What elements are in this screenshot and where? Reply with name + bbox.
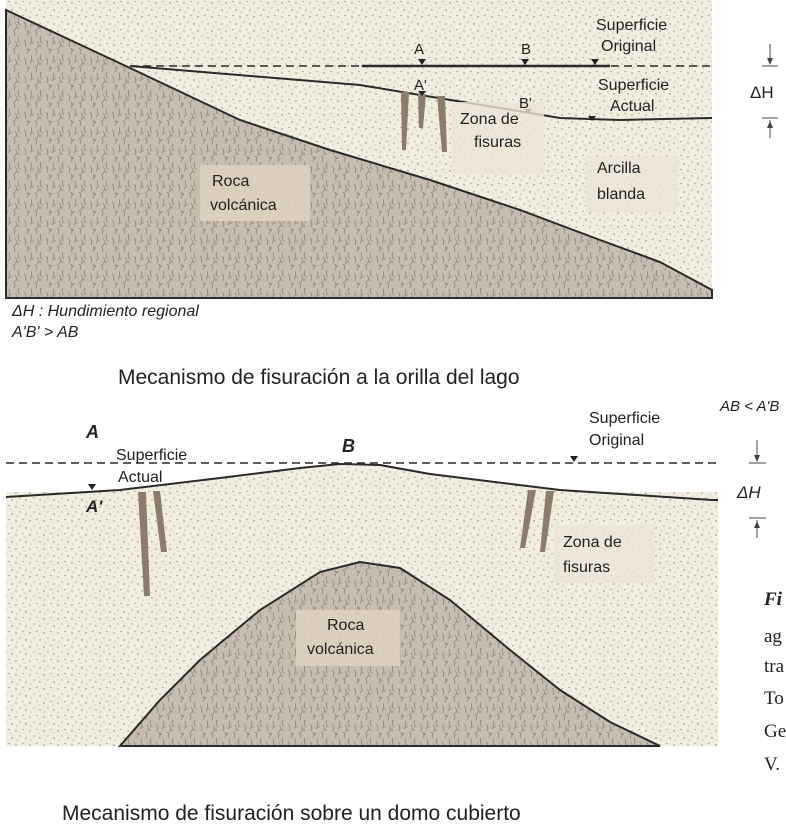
bottom-label-fisuras: fisuras — [563, 559, 610, 576]
bottom-fissure-4 — [540, 491, 554, 552]
top-label-A: A — [414, 41, 424, 58]
bottom-label-superficie-actual-2: Actual — [118, 469, 162, 486]
bottom-delta-h-indicator: ΔH — [736, 440, 766, 538]
bottom-label-B: B — [342, 436, 355, 456]
top-label-blanda: blanda — [597, 186, 645, 203]
top-label-box-arcilla — [586, 156, 678, 212]
bottom-actual-surface-line — [5, 462, 718, 501]
caption-fragment-line-6: V. — [764, 754, 780, 775]
caption-fragment-line-3: tra — [764, 656, 785, 677]
bottom-panel: A B A' Superficie Actual Superficie Orig… — [5, 410, 718, 747]
bottom-marker-original — [570, 456, 578, 462]
top-label-superficie-actual-1: Superficie — [598, 77, 669, 94]
caption-fragment-line-2: ag — [764, 626, 782, 647]
top-label-superficie-actual-2: Actual — [610, 98, 654, 115]
top-label-arcilla: Arcilla — [597, 160, 641, 177]
top-marker-A — [418, 59, 426, 65]
top-panel-title: Mecanismo de fisuración a la orilla del … — [118, 366, 520, 389]
caption-fragment-line-4: To — [764, 688, 784, 709]
top-label-superficie-original-1: Superficie — [596, 17, 667, 34]
bottom-label-superficie-original-1: Superficie — [589, 410, 660, 427]
bottom-panel-title: Mecanismo de fisuración sobre un domo cu… — [62, 802, 521, 825]
bottom-label-zona: Zona de — [563, 534, 622, 551]
top-label-box-roca — [200, 165, 310, 221]
bottom-label-A: A — [85, 422, 99, 442]
top-legend-line-1: ΔH : Hundimiento regional — [11, 303, 199, 320]
bottom-label-roca: Roca — [327, 617, 364, 634]
top-label-fisuras: fisuras — [474, 134, 521, 151]
bottom-label-volcanica: volcánica — [307, 641, 374, 658]
top-marker-superficie — [591, 59, 599, 65]
bottom-marker-actual — [88, 484, 96, 490]
top-label-B: B — [521, 41, 531, 58]
top-legend-line-2: A'B' > AB — [11, 324, 79, 341]
top-label-roca: Roca — [212, 173, 249, 190]
top-label-B-prime: B' — [519, 95, 532, 112]
bottom-label-A-prime: A' — [85, 497, 103, 516]
top-fissure-3 — [437, 96, 447, 152]
top-label-box-zona — [452, 102, 544, 174]
caption-fragment-line-5: Ge — [764, 721, 786, 742]
top-label-zona: Zona de — [460, 111, 519, 128]
bottom-label-superficie-actual-1: Superficie — [116, 447, 187, 464]
top-delta-h-indicator: ΔH — [750, 44, 778, 138]
bottom-fissure-2 — [153, 491, 167, 552]
top-label-A-prime: A' — [414, 77, 427, 94]
bottom-label-box-roca — [296, 610, 400, 666]
top-marker-actual — [588, 116, 596, 121]
bottom-delta-h-label: ΔH — [736, 483, 761, 502]
caption-fragment: Fi ag tra To Ge V. — [763, 589, 786, 775]
top-marker-A-prime — [418, 91, 426, 96]
top-panel: A B Superficie Original A' B' Superficie… — [5, 0, 713, 299]
bottom-relation-label: AB < A'B — [719, 398, 779, 415]
top-label-volcanica: volcánica — [210, 197, 277, 214]
bottom-fissure-3 — [520, 490, 536, 548]
top-volcanic-rock — [5, 8, 713, 299]
bottom-label-superficie-original-2: Original — [589, 432, 644, 449]
top-label-superficie-original-2: Original — [601, 38, 656, 55]
caption-fragment-line-1: Fi — [763, 589, 783, 610]
top-fissure-2 — [418, 94, 426, 128]
top-fissure-1 — [401, 92, 409, 150]
top-delta-h-label: ΔH — [750, 83, 774, 102]
top-marker-B — [521, 59, 529, 65]
bottom-fissure-1 — [138, 492, 150, 596]
bottom-label-box-zona — [554, 525, 654, 583]
